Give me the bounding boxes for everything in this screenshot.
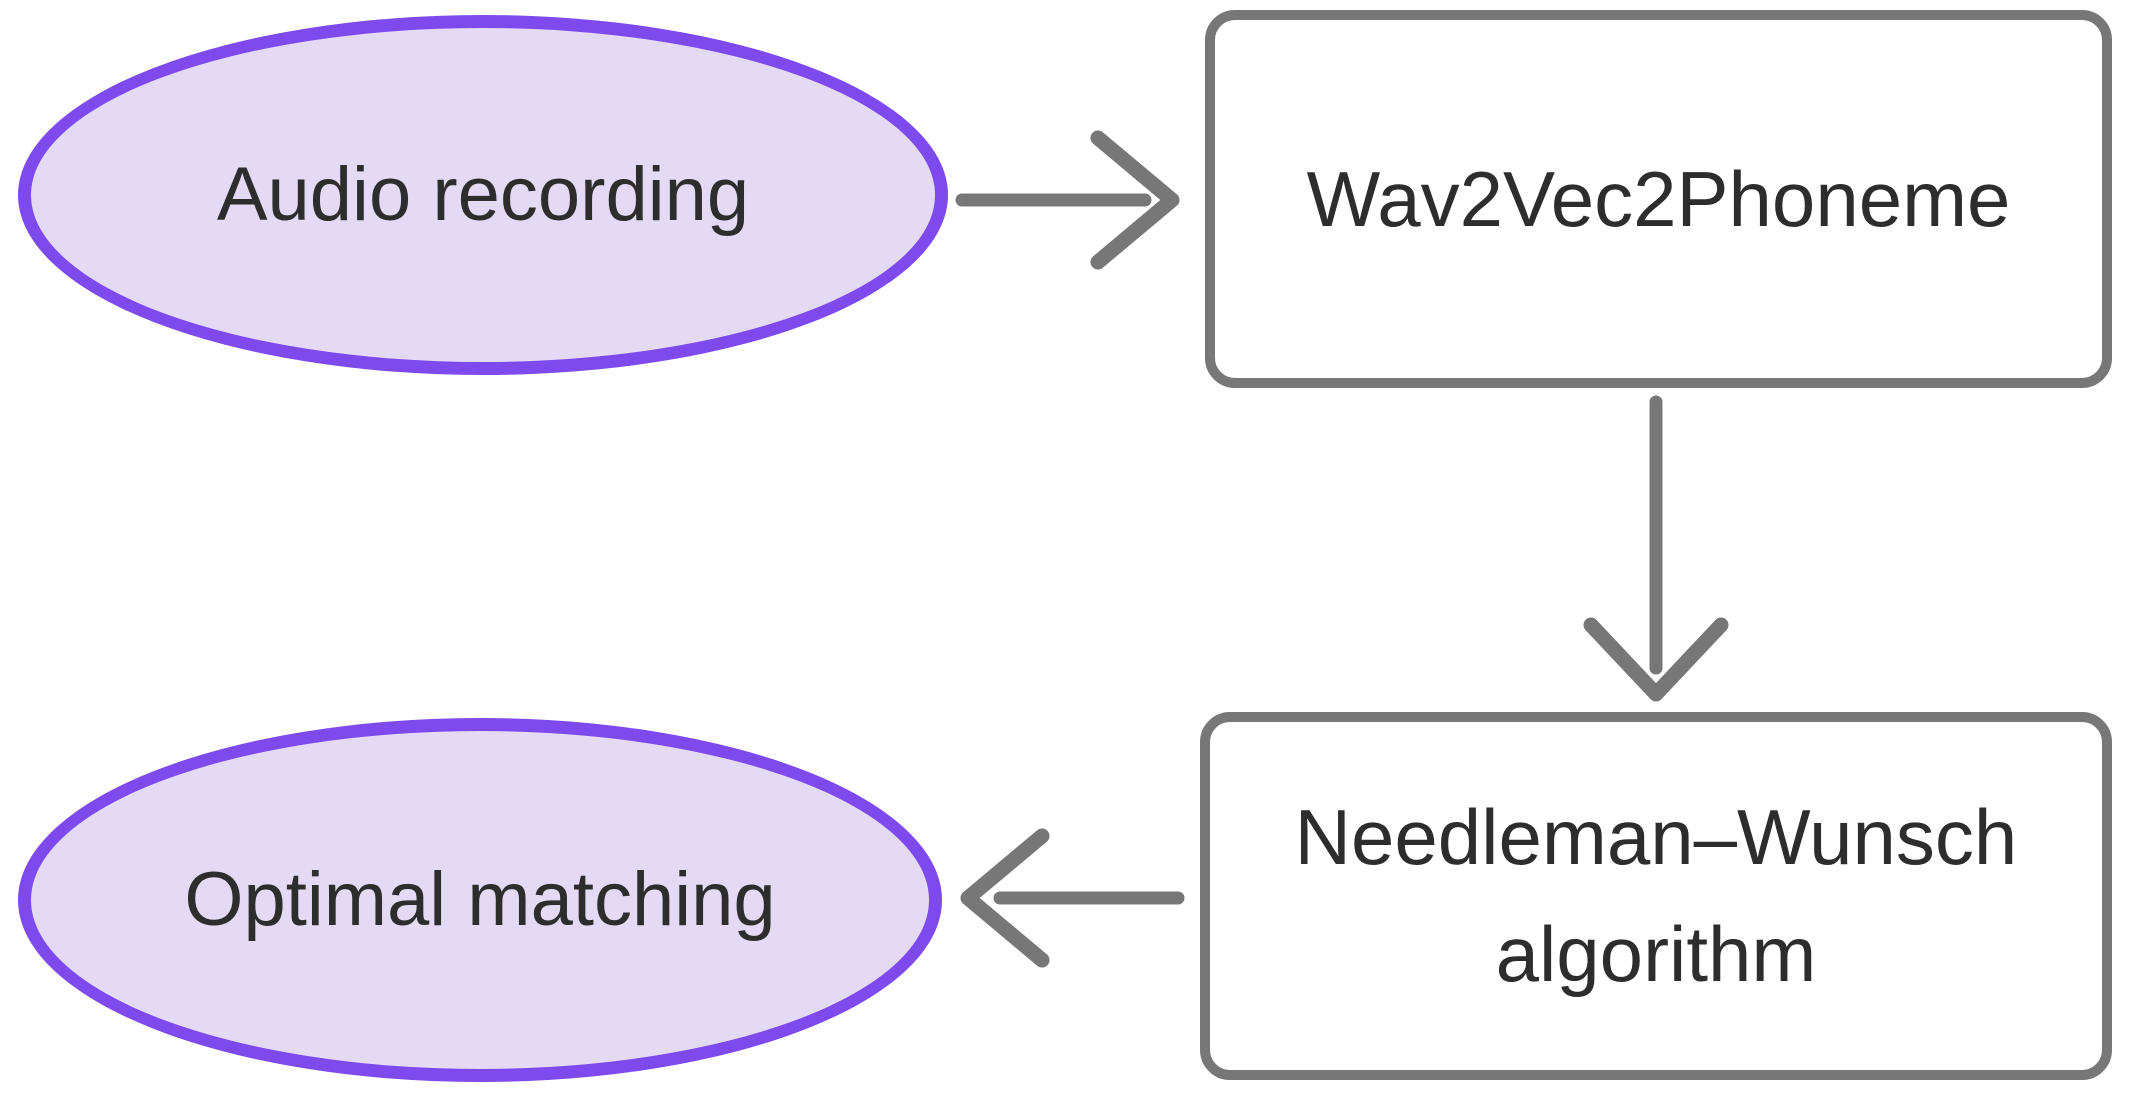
node-audio-recording: Audio recording bbox=[18, 15, 948, 375]
edge-audio-to-wav2vec-arrow bbox=[955, 130, 1180, 270]
arrow-head-right-icon bbox=[1090, 130, 1180, 270]
node-needleman-wunsch-label: Needleman–Wunsch algorithm bbox=[1294, 793, 2018, 998]
node-wav2vec2phoneme-label: Wav2Vec2Phoneme bbox=[1306, 154, 2011, 243]
edge-wav2vec-to-needleman-arrow bbox=[1583, 395, 1729, 702]
node-wav2vec2phoneme: Wav2Vec2Phoneme bbox=[1205, 10, 2112, 388]
node-needleman-wunsch: Needleman–Wunsch algorithm bbox=[1200, 712, 2112, 1080]
arrow-head-down-icon bbox=[1583, 617, 1729, 702]
arrow-head-left-icon bbox=[960, 828, 1050, 968]
node-optimal-matching-label: Optimal matching bbox=[184, 857, 776, 942]
node-audio-recording-label: Audio recording bbox=[216, 152, 750, 237]
edge-needleman-to-optimal-arrow bbox=[960, 828, 1185, 968]
node-optimal-matching: Optimal matching bbox=[18, 718, 942, 1082]
